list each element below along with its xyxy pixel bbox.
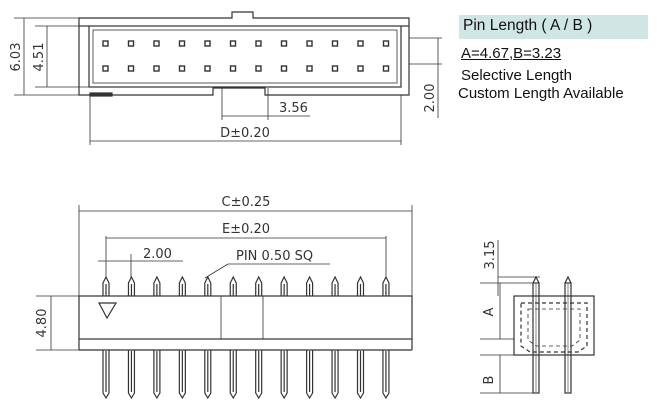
side-view-pin-right xyxy=(564,282,572,394)
front-pin xyxy=(153,275,161,400)
top-pin-square xyxy=(178,40,186,47)
top-view-inner-frame xyxy=(92,29,398,84)
dim-offset: 2.00 xyxy=(423,84,438,113)
top-pin-square xyxy=(255,40,262,47)
top-pin-square xyxy=(357,40,364,47)
top-pin-square xyxy=(306,40,313,47)
selective-length-note: Selective Length xyxy=(461,67,572,84)
top-pin-square xyxy=(280,40,288,47)
top-view: 6.03 4.51 2.00 3.56 D±0.20 xyxy=(9,11,442,145)
top-pin-square xyxy=(153,40,160,47)
dim-pitch: 2.00 xyxy=(143,247,172,262)
side-view-pin-left xyxy=(532,282,540,394)
dim-height-outer: 6.03 xyxy=(9,43,24,72)
front-view-pins xyxy=(102,275,390,400)
pin-length-values: A=4.67,B=3.23 xyxy=(461,45,562,62)
pin-length-title: Pin Length ( A / B ) xyxy=(463,17,593,34)
top-pin-square xyxy=(127,40,135,47)
front-pin xyxy=(178,275,186,400)
pin-size-label: PIN 0.50 SQ xyxy=(236,249,313,264)
top-view-outline xyxy=(78,11,410,96)
top-view-pin-grid xyxy=(102,40,390,72)
side-view-cavity xyxy=(520,302,588,353)
front-pin xyxy=(382,275,390,400)
top-pin-square xyxy=(204,65,211,72)
top-pin-square xyxy=(306,65,313,72)
top-pin-square xyxy=(255,65,262,72)
dim-side-top: 3.15 xyxy=(483,241,498,270)
dim-height-inner: 4.51 xyxy=(32,43,47,72)
dim-pin-span: E±0.20 xyxy=(222,222,270,237)
polarity-triangle xyxy=(98,302,118,320)
front-pin xyxy=(102,275,110,400)
side-view: 3.15 A B xyxy=(480,240,595,394)
top-pin-square xyxy=(229,65,237,72)
front-pin xyxy=(229,275,237,400)
front-pin xyxy=(204,275,212,400)
front-pin xyxy=(127,275,136,400)
dim-key-width: 3.56 xyxy=(279,101,308,116)
pin-length-title-box xyxy=(459,15,648,39)
dim-side-b: B xyxy=(482,376,497,385)
custom-length-note: Custom Length Available xyxy=(458,85,624,102)
front-view-key xyxy=(220,295,264,340)
front-pin xyxy=(356,275,365,400)
top-pin-square xyxy=(357,65,364,72)
top-pin-square xyxy=(382,65,390,72)
dim-height: 4.80 xyxy=(35,309,50,338)
top-pin-square xyxy=(331,40,339,47)
front-pin xyxy=(331,275,339,400)
front-view: C±0.25 E±0.20 2.00 PIN 0.50 SQ 4.80 xyxy=(35,195,413,400)
top-pin-square xyxy=(280,65,288,72)
top-pin-square xyxy=(229,40,237,47)
top-pin-square xyxy=(102,40,109,47)
front-view-body xyxy=(78,295,413,340)
front-pin xyxy=(306,275,314,400)
top-pin-square xyxy=(331,65,339,72)
front-pin xyxy=(280,275,288,400)
side-view-body xyxy=(513,295,595,356)
top-pin-square xyxy=(178,65,186,72)
dim-side-a: A xyxy=(482,307,497,316)
dim-length: D±0.20 xyxy=(220,126,270,141)
top-pin-square xyxy=(102,65,109,72)
top-pin-square xyxy=(127,65,135,72)
top-view-inner-cavity xyxy=(88,25,402,88)
top-pin-square xyxy=(153,65,160,72)
front-pin xyxy=(255,275,263,400)
polarity-mark xyxy=(89,92,113,97)
top-pin-square xyxy=(204,40,211,47)
top-pin-square xyxy=(382,40,390,47)
dim-total: C±0.25 xyxy=(222,195,271,210)
